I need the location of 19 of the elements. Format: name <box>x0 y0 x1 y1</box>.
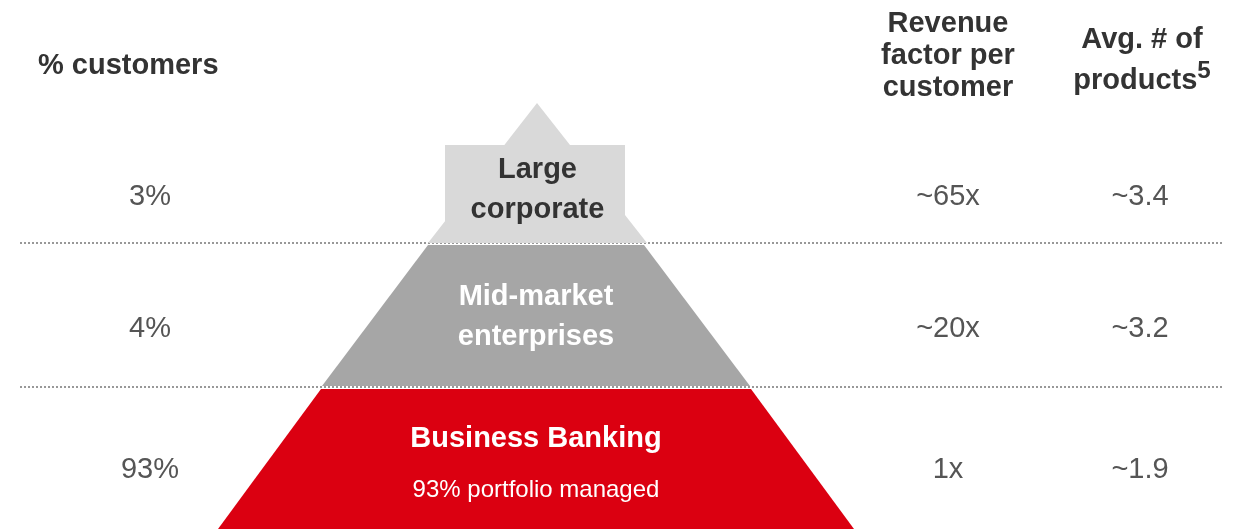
table-cell-text: ~20x <box>915 311 981 343</box>
tier-title: Business Banking <box>409 420 663 455</box>
table-cell-text: 3% <box>128 179 172 211</box>
tier-subtitle: 93% portfolio managed <box>411 474 661 504</box>
table-cell-text: 4% <box>128 311 172 343</box>
table-cell-text: 93% <box>119 452 180 484</box>
table-cell-text: ~65x <box>915 179 981 211</box>
pyramid-tier <box>218 389 854 529</box>
table-cell-text: ~1.9 <box>1110 452 1170 484</box>
tier-title: Large corporate <box>469 151 606 226</box>
tier-title: Mid-market enterprises <box>456 278 616 353</box>
table-cell-text: ~3.4 <box>1110 179 1170 211</box>
table-cell-text: ~3.2 <box>1110 311 1170 343</box>
table-cell-text: 1x <box>931 452 965 484</box>
pyramid-tier <box>322 245 750 386</box>
pyramid-tier <box>428 103 647 243</box>
column-header: Revenue factor per customer <box>880 6 1016 102</box>
column-header: Avg. # of products$^{5}$ <box>1072 22 1212 95</box>
column-header: % customers <box>38 48 220 80</box>
